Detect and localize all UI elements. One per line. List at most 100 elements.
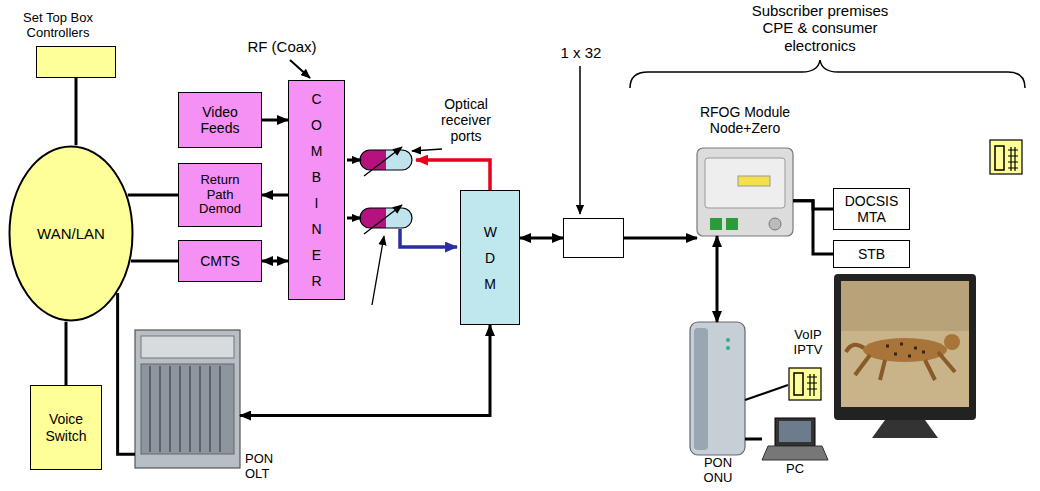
port-half (360, 208, 386, 228)
phone-icon (990, 140, 1022, 174)
cmts-box: CMTS (178, 240, 262, 282)
port-half (360, 150, 386, 170)
connector (65, 322, 68, 385)
downstream-fiber (416, 160, 490, 190)
cpe-box: DOCSIS MTA (833, 188, 910, 230)
phone-handset (794, 373, 803, 395)
tv-stand (872, 420, 938, 438)
tv-background (841, 281, 969, 331)
card-cage (141, 364, 234, 454)
network-cloud: WAN/LAN (8, 145, 134, 322)
node-heading: PON ONU (698, 456, 738, 486)
phone-keypad (1008, 147, 1018, 171)
leader-arrow (412, 149, 442, 151)
node-heading: PON OLT (245, 452, 281, 482)
fiber-connector (710, 218, 722, 230)
node-heading: RFOG Module Node+Zero (685, 104, 805, 136)
phone-handset (995, 146, 1004, 170)
status-led (726, 338, 730, 342)
node-text: Return Path Demod (187, 173, 253, 218)
annotation-label: VoIP IPTV (786, 328, 830, 358)
node-text: DOCSIS MTA (842, 193, 901, 225)
cpe-box: STB (833, 240, 910, 268)
cheetah-body (863, 338, 947, 362)
rfog-module: RFOG Module Node+Zero (697, 148, 793, 236)
phone-base (789, 368, 821, 400)
wdm-box: WDM (460, 190, 520, 325)
connector (118, 293, 135, 454)
node-heading: PC (775, 462, 815, 477)
connector (745, 438, 762, 441)
phone-base (990, 140, 1022, 174)
connector (240, 325, 490, 416)
chassis-housing (135, 330, 240, 468)
node-text: WDM (484, 219, 497, 297)
fiber-connector (726, 218, 738, 230)
node-text: STB (858, 246, 885, 262)
olt-chassis (135, 330, 240, 468)
node-text: Voice Switch (39, 411, 93, 443)
onu-device (690, 322, 745, 455)
cheetah-head (944, 334, 960, 350)
connector (262, 119, 288, 122)
tv-frame (834, 274, 976, 420)
variable-arrow (364, 205, 402, 234)
tv-screen (841, 281, 969, 407)
node-text: Video Feeds (187, 104, 253, 136)
television (834, 274, 976, 438)
phone-icon (789, 368, 821, 400)
device-housing (697, 148, 793, 236)
curly-brace (630, 60, 1025, 88)
connector (716, 236, 719, 322)
connector (520, 237, 563, 240)
connector (131, 260, 178, 263)
pointer-arrow (290, 60, 310, 78)
connector (75, 78, 78, 145)
laptop-icon (762, 418, 828, 460)
annotation-label: RF (Coax) (232, 38, 332, 55)
splitter-box: 1 x 32 (563, 218, 624, 258)
variable-arrow (364, 147, 402, 176)
cheetah-legs (846, 345, 955, 380)
line-cards (150, 366, 220, 452)
cheetah-spots (886, 344, 925, 356)
onu-device: PON ONU (690, 322, 745, 455)
device-sticker (738, 176, 770, 186)
pointer-arrow (579, 66, 581, 214)
laptop-display (779, 421, 811, 442)
demod-box: Return Path Demod (178, 163, 262, 227)
connector (262, 260, 288, 263)
laptop-screen (775, 418, 815, 446)
connector (262, 194, 288, 197)
laptop-base (762, 446, 828, 460)
phone-wire (745, 385, 788, 400)
pc-device: PC (762, 418, 828, 460)
device-side (694, 328, 708, 450)
leader-arrow (372, 236, 384, 305)
rfog-device (697, 148, 793, 236)
combiner-box: COMBINER (288, 80, 345, 300)
node-heading: Set Top Box Controllers (3, 11, 113, 41)
device-plate (705, 158, 785, 208)
optical-receiver-port (360, 205, 412, 234)
connector (793, 201, 833, 254)
node-heading: 1 x 32 (541, 44, 621, 61)
rf-feed-arrow (347, 159, 361, 162)
node-text: COMBINER (310, 86, 323, 294)
connector (128, 194, 178, 197)
source-box: Video Feeds (178, 92, 262, 148)
upstream-fiber (400, 229, 457, 247)
device-housing (690, 322, 745, 455)
node-text: WAN/LAN (37, 225, 105, 242)
switch-box: Voice Switch (30, 385, 102, 470)
ellipse-shape (10, 147, 133, 321)
node-text: CMTS (200, 253, 240, 269)
olt-device: PON OLT (135, 330, 240, 468)
coax-port (769, 218, 781, 230)
rf-feed-arrow (347, 217, 361, 220)
controller-box: Set Top Box Controllers (36, 46, 116, 78)
chassis-top (141, 336, 234, 358)
connector (624, 237, 697, 240)
phone-keypad (807, 374, 817, 396)
optical-receiver-port (360, 147, 412, 176)
